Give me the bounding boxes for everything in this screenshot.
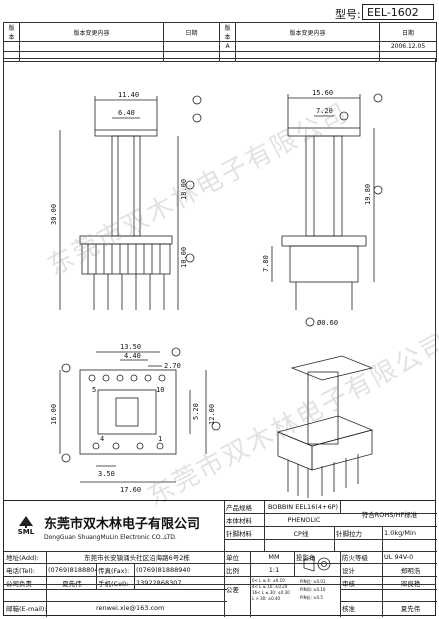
dim-16-00: 16.00 <box>50 404 58 425</box>
dim-18-00: 18.00 <box>180 179 188 200</box>
tol-line-4: L > 30: ±0.40 <box>252 595 281 601</box>
flame-value: UL 94V-0 <box>384 553 414 561</box>
scale-value: 1:1 <box>268 565 280 574</box>
review-label: 审核 <box>342 579 355 588</box>
scale-label: 比例 <box>226 566 239 575</box>
projection-symbol-icon <box>303 556 331 572</box>
pin-label-10: 10 <box>156 386 164 394</box>
company-name-en: DongGuan ShuangMuLin Electronic CO.,LTD. <box>44 533 177 541</box>
unit-value: MM <box>268 553 280 561</box>
review-value: 邓良艳 <box>400 579 421 588</box>
pin-pull-value: 1.0kg/Min <box>384 528 416 537</box>
email-label: 邮箱(E-mail): <box>6 605 47 613</box>
product-spec-value: BOBBIN EEL16(4+6P) <box>268 503 339 511</box>
approve-value: 夏先伟 <box>400 605 421 613</box>
tol-line-3: 16< L ≤ 30: ±0.30 <box>252 589 290 595</box>
dim-0-60: Ø0.60 <box>317 319 338 327</box>
tol-pin-2: PIN间: ±0.10 <box>300 587 326 592</box>
logo: SML <box>12 513 40 539</box>
tol-pin-1: PIN位: ±0.01 <box>300 579 326 584</box>
model-label: 型号: <box>335 8 361 21</box>
tolerance-label: 公差 <box>226 586 239 594</box>
approve-label: 核准 <box>342 605 355 613</box>
unit-label: 单位 <box>226 554 239 562</box>
fax-value: (0769)81888940 <box>136 565 191 574</box>
bottom-view <box>59 347 221 483</box>
projection-label: 投影角 <box>296 554 316 562</box>
dim-17-60: 17.60 <box>120 486 141 494</box>
logo-text: SML <box>17 528 35 536</box>
tol-line-2: 4< L ≤ 16: ±0.20 <box>252 583 288 589</box>
logo-tree-icon <box>19 516 33 528</box>
phone-label: 电话(Tel): <box>6 566 35 575</box>
revision-table: 版本 版本变更内容 日期 版本 版本变更内容 日期 A 2006.12.05 <box>3 22 437 62</box>
rev-cell <box>379 51 437 62</box>
dim-7-20: 7.20 <box>316 107 333 115</box>
isometric-view <box>276 355 374 498</box>
address-label: 地址(Add): <box>6 554 39 562</box>
dim-3-50: 3.50 <box>98 470 115 478</box>
dim-12-00: 12.00 <box>208 404 216 425</box>
address-value: 东莞市长安镇涌头社区沿海路6号2栋 <box>84 554 190 562</box>
design-label: 设计 <box>342 566 355 575</box>
pin-material-label: 针脚材料 <box>226 529 252 538</box>
tol-pin-3: PIN长: ±0.5 <box>300 595 323 600</box>
company-name-cn: 东莞市双木林电子有限公司 <box>44 516 201 532</box>
dim-4-40: 4.40 <box>124 352 141 360</box>
dim-2-70: 2.70 <box>164 362 181 370</box>
dim-5-20: 5.20 <box>192 403 200 420</box>
product-spec-label: 产品规格 <box>226 504 252 512</box>
mobile-label: 手机(Cel): <box>98 579 129 588</box>
technical-drawing: 11.40 6.40 30.00 18.00 10.00 15.60 7.20 … <box>50 89 383 498</box>
email-value: renwei.xie@163.com <box>96 604 165 612</box>
revision-row-empty <box>3 51 437 62</box>
dim-13-50: 13.50 <box>120 343 141 351</box>
design-value: 郑明浩 <box>400 566 421 575</box>
pin-pull-label: 针脚拉力 <box>336 529 362 538</box>
pin-label-5: 5 <box>92 386 96 394</box>
dim-6-40: 6.40 <box>118 109 135 117</box>
fax-label: 传真(Fax): <box>98 566 130 575</box>
company-contact-name: 夏先伟 <box>62 579 82 588</box>
dim-19-80: 19.80 <box>364 184 372 205</box>
tol-line-1: 0< L ≤ 4: ±0.10 <box>252 577 285 583</box>
front-view <box>59 95 202 310</box>
pin-label-1: 1 <box>158 435 162 443</box>
model-value: EEL-1602 <box>362 4 434 20</box>
rohs-label: 符合ROHS/HF标准 <box>361 510 418 519</box>
body-material-value: PHENOLIC <box>287 515 321 524</box>
drawing-frame <box>3 58 436 585</box>
dim-30-00: 30.00 <box>50 204 58 225</box>
company-contact-label: 公司负责 <box>6 579 32 588</box>
pin-material-value: CP线 <box>293 529 309 538</box>
dim-7-80: 7.80 <box>262 255 270 272</box>
flame-label: 防火等级 <box>342 554 368 562</box>
pin-label-4: 4 <box>100 435 104 443</box>
dim-15-60: 15.60 <box>312 89 333 97</box>
title-block: SML 东莞市双木林电子有限公司 DongGuan ShuangMuLin El… <box>3 500 437 617</box>
body-material-label: 本体材料 <box>226 516 252 525</box>
phone-value: (0769)81888040 <box>48 565 96 574</box>
revision-row: A 2006.12.05 <box>3 41 437 52</box>
dim-11-40: 11.40 <box>118 91 139 99</box>
dim-10-00: 10.00 <box>180 247 188 268</box>
mobile-value: 13922868307 <box>136 578 182 587</box>
side-view <box>271 93 383 327</box>
